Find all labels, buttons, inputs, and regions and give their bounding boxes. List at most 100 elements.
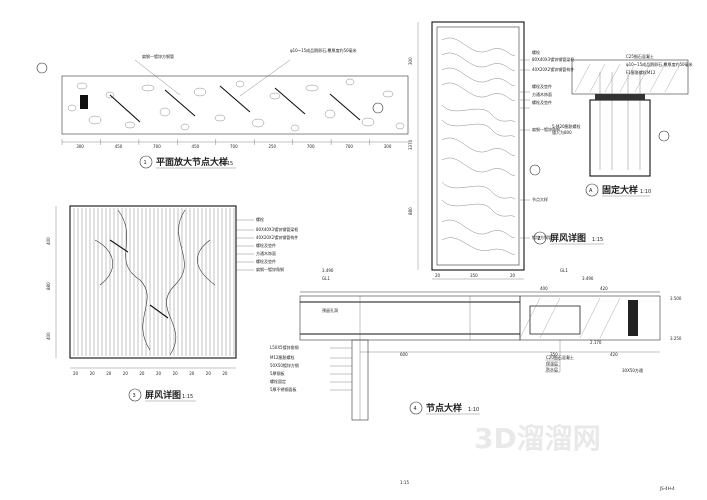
detail-2-note-6: 螺栓及垫件 [532, 99, 552, 105]
detail-2-dim-v-1: 300 [408, 57, 413, 65]
detail-1-dim-5: 700 [230, 144, 238, 149]
detail-3-dim-h-2: 20 [90, 371, 96, 376]
detail-3-dimensions: 20 20 20 20 20 20 20 20 20 20 [73, 371, 228, 376]
detail-3-note-7: 扁钢—镀锌角钢 [256, 266, 284, 272]
detail-4-dim-1: 600 [400, 352, 408, 357]
detail-3-dim-h-6: 20 [156, 371, 162, 376]
detail-a-marker [585, 183, 599, 197]
detail-2-note-5: 方通木饰面 [532, 91, 552, 97]
detail-3-dim-h-9: 20 [206, 371, 212, 376]
detail-2-number: 2 [538, 236, 541, 242]
detail-1-dim-6: 250 [268, 144, 276, 149]
detail-4-title: 节点大样 [426, 402, 462, 414]
screen-panel [69, 205, 237, 359]
detail-4-right-note-3: 防水层 [546, 366, 558, 372]
detail-a-ref-marker [658, 130, 670, 142]
detail-4-left-note-2: M12膨胀螺栓 [270, 354, 295, 360]
detail-2-note-8: 节点大样 [532, 196, 548, 202]
detail-3-marker [128, 388, 142, 402]
footer-drawing-number: JS-4H-4 [659, 486, 675, 491]
watermark: 3D溜溜网 [474, 422, 601, 455]
wave-pattern [441, 37, 516, 255]
detail-4-right-note-4: 30X50方通 [622, 367, 643, 373]
screen-frame [431, 21, 525, 271]
detail-4-left-note-4: 5厚钢板 [270, 370, 285, 376]
detail-4-node-section: 3.490 GL1 GL1 3.490 3.500 3.250 2.170 60… [270, 268, 682, 421]
detail-a-note-1: C25细石混凝土 [626, 53, 654, 59]
detail-4-right-note-2: 保温层 [546, 360, 558, 366]
detail-2-note-4: 螺栓及垫件 [532, 83, 552, 89]
detail-2-dim-h-3: 20 [510, 273, 516, 278]
detail-3-note-6: 螺栓及垫件 [256, 258, 276, 264]
detail-3-title: 屏风详图 [145, 389, 181, 401]
detail-3-note-2: 80X40X3镀锌钢管梁框 [256, 226, 298, 232]
detail-4-scale: 1:10 [468, 407, 479, 413]
footer-scale: 1:15 [400, 480, 409, 485]
detail-4-left-note-5: 螺栓固定 [270, 378, 286, 384]
edge-profile [628, 300, 638, 336]
detail-4-dim-4: 400 [540, 286, 548, 291]
detail-a-note-4: 5-M20膨胀螺栓 [552, 123, 581, 129]
detail-4-dim-3: 420 [610, 352, 618, 357]
detail-3-dim-h-3: 20 [106, 371, 112, 376]
detail-3-dim-h-7: 20 [173, 371, 179, 376]
detail-1-dim-3: 700 [153, 144, 161, 149]
detail-1-marker [139, 155, 153, 169]
screen-blades [109, 85, 361, 123]
section-marker-left [36, 62, 48, 74]
detail-4-left-note-1: L50X5镀锌角钢 [270, 344, 299, 350]
detail-2-title: 屏风详图 [550, 232, 586, 244]
detail-4-level-7: 2.170 [590, 340, 602, 345]
detail-2-ref-marker-2 [529, 164, 541, 176]
detail-a-note-2: φ10~15成品鹅卵石,覆厚度约50毫米 [626, 61, 693, 67]
detail-a-number: A [589, 188, 593, 194]
detail-4-level-2: GL1 [322, 276, 330, 281]
detail-1-dim-2: 450 [115, 144, 123, 149]
detail-4-left-note-7: 预留孔洞 [322, 307, 338, 313]
detail-3-note-5: 方通木饰面 [256, 250, 276, 256]
detail-3-dim-h-4: 20 [123, 371, 129, 376]
curved-pattern [94, 209, 216, 356]
detail-4-level-5: 3.500 [670, 296, 682, 301]
detail-4-dim-2: 350 [550, 352, 558, 357]
detail-3-dim-v-3: 400 [46, 332, 51, 340]
detail-1-note-1: 扁钢—镀锌方钢管 [142, 53, 174, 59]
footing [589, 99, 651, 177]
detail-2-marker [533, 231, 547, 245]
detail-1-scale: 1:15 [222, 161, 233, 167]
detail-2-dim-v-3: 880 [408, 207, 413, 215]
detail-1-title: 平面放大节点大样 [156, 156, 228, 168]
detail-3-note-1: 螺栓 [256, 216, 264, 222]
detail-3-dim-h-1: 20 [73, 371, 79, 376]
detail-4-level-4: 3.490 [582, 276, 594, 281]
detail-3-dim-h-8: 20 [189, 371, 195, 376]
pebble-texture [67, 78, 405, 132]
detail-1-dim-7: 700 [307, 144, 315, 149]
detail-4-right-note-1: C20细石混凝土 [546, 354, 574, 360]
detail-3-dim-h-5: 20 [139, 371, 145, 376]
vertical-slats [73, 208, 235, 356]
detail-2-note-2: 80X40X3镀锌钢管梁框 [532, 56, 574, 62]
detail-2-ref-marker-1 [372, 102, 384, 114]
detail-1-dim-9: 300 [384, 144, 392, 149]
detail-3-scale: 1:15 [182, 394, 193, 400]
detail-3-dim-v-2: 880 [46, 282, 51, 290]
detail-2-dim-h-1: 20 [435, 273, 441, 278]
detail-1-note-2: φ10~15成品鹅卵石,覆厚度约50毫米 [290, 47, 357, 53]
base-plate [595, 94, 645, 100]
detail-2-dim-h-2: 350 [470, 273, 478, 278]
detail-3-number: 3 [133, 393, 136, 399]
detail-3-dim-h-10: 20 [222, 371, 228, 376]
detail-2-screen-elevation: 300 3370 880 20 350 20 螺栓 80X40X3镀锌钢管梁框 … [372, 21, 604, 280]
detail-4-marker [409, 401, 423, 415]
left-beam [299, 295, 521, 341]
detail-2-scale: 1:15 [592, 237, 603, 243]
detail-2-note-3: 40X20X2镀锌钢管构件 [532, 66, 574, 72]
detail-4-level-1: 3.490 [322, 268, 334, 273]
detail-1-dim-1: 300 [76, 144, 84, 149]
detail-a-fixing: C25细石混凝土 φ10~15成品鹅卵石,覆厚度约50毫米 F1膨胀螺栓M12 … [552, 53, 693, 197]
